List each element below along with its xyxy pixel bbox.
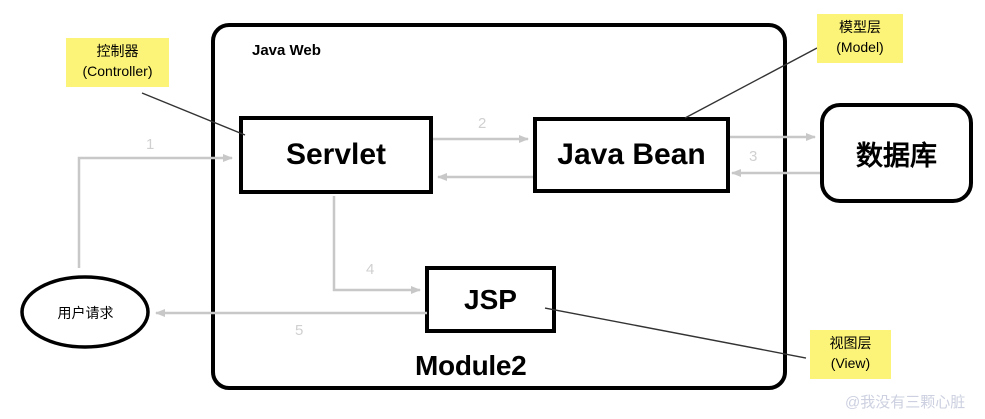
annotation-controller-line2: (Controller) [82, 62, 153, 79]
flow-number-5: 5 [295, 322, 304, 339]
flow-number-4: 4 [366, 261, 375, 278]
annotation-controller-line1: 控制器 [96, 43, 139, 59]
annotation-view: 视图层 (View) [810, 330, 891, 379]
flow-arrow-4 [332, 196, 421, 294]
annotation-controller: 控制器 (Controller) [66, 38, 169, 87]
user-request-ellipse [20, 275, 150, 349]
annotation-model-line2: (Model) [836, 38, 884, 55]
servlet-box [239, 116, 433, 194]
annotation-view-line2: (View) [830, 354, 871, 371]
jsp-box [425, 266, 556, 333]
watermark-text: @我没有三颗心脏 [845, 394, 966, 411]
flow-number-2: 2 [478, 115, 487, 132]
flow-number-3: 3 [749, 148, 758, 165]
database-box [820, 103, 973, 203]
flow-number-1: 1 [146, 136, 155, 153]
java-web-container [211, 23, 787, 390]
leader-line-view [544, 307, 807, 359]
annotation-view-line1: 视图层 [829, 335, 872, 351]
flow-arrow-1 [77, 154, 233, 268]
module-title: Module2 [415, 350, 527, 381]
leader-line-model [684, 47, 818, 119]
java-bean-box [533, 117, 730, 193]
annotation-model-line1: 模型层 [839, 19, 881, 35]
leader-line-controller [141, 92, 246, 136]
java-web-container-title: Java Web [252, 42, 321, 59]
annotation-model: 模型层 (Model) [817, 14, 903, 63]
